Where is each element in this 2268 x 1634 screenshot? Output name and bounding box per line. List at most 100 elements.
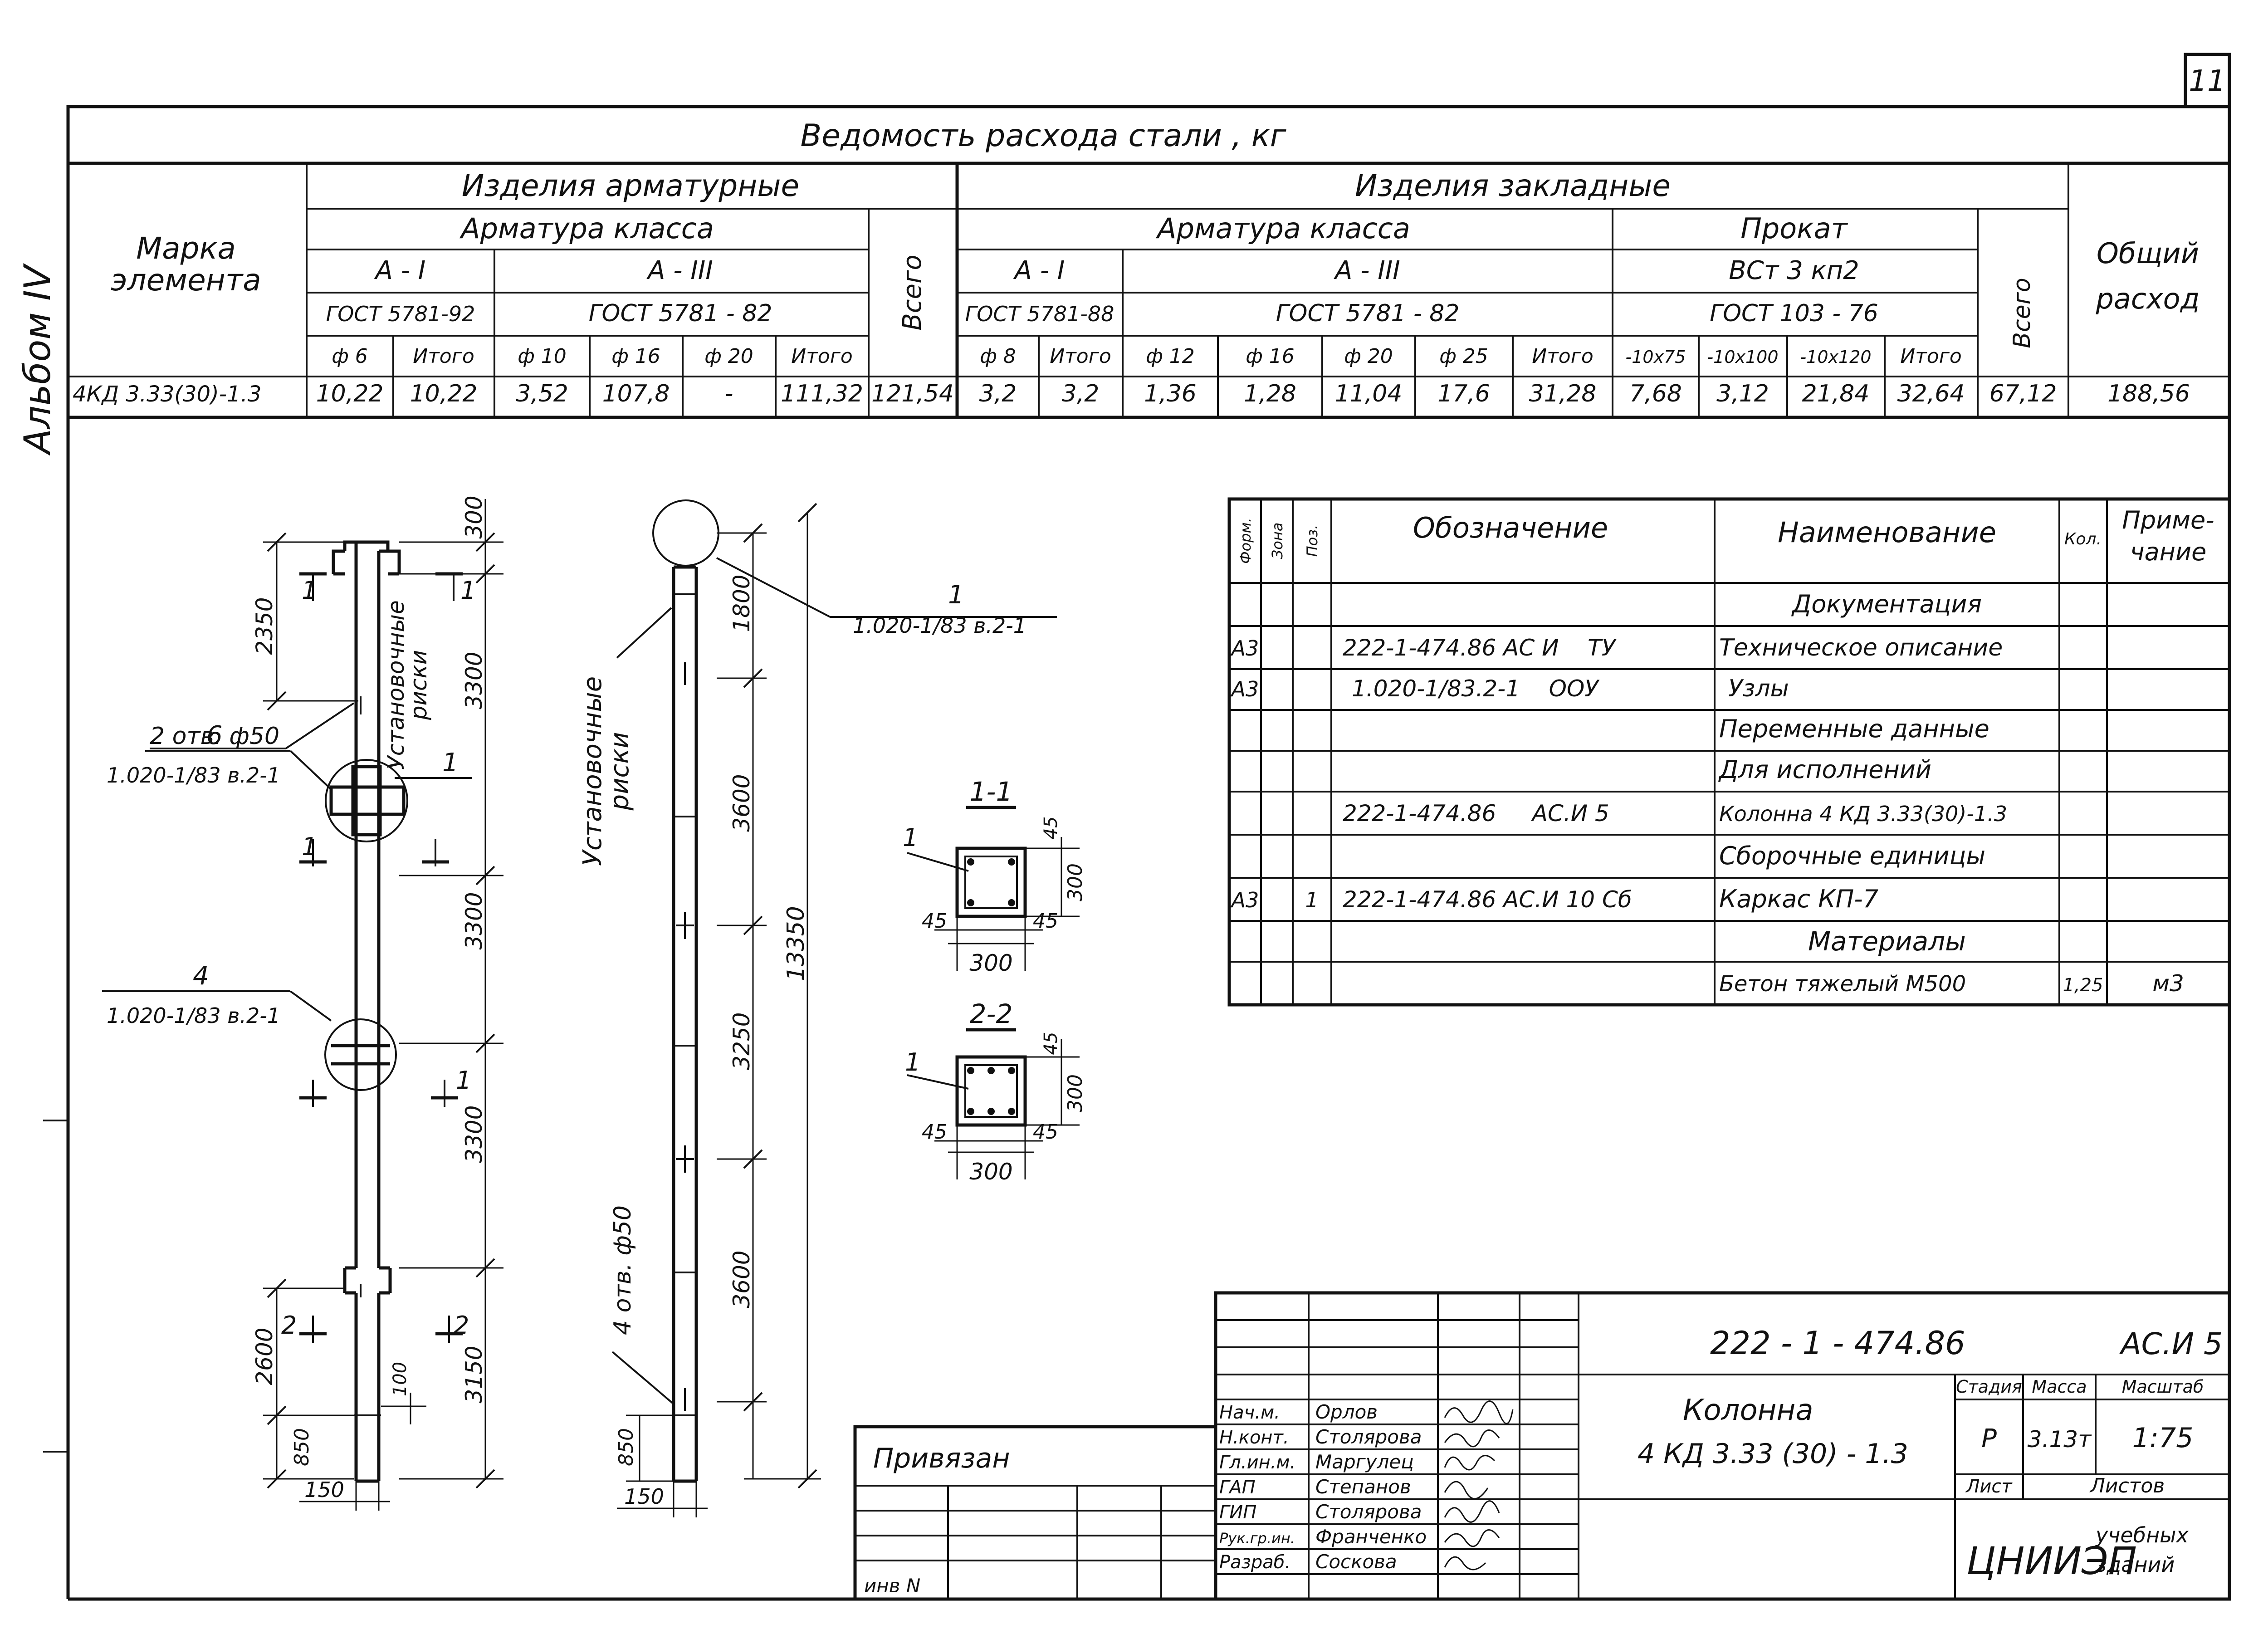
vsego-embedded: Всего — [2009, 278, 2036, 348]
role: Гл.ин.м. — [1219, 1452, 1295, 1473]
spec-name: Материалы — [1808, 926, 1966, 957]
row-cell: 21,84 — [1802, 380, 1870, 407]
org-sub-2: зданий — [2096, 1552, 2175, 1577]
row-cell: 10,22 — [316, 380, 384, 407]
spec-name: Переменные данные — [1719, 714, 1989, 743]
spec-qty: 1,25 — [2063, 975, 2103, 996]
section-pos: 1 — [905, 1048, 920, 1076]
dim-value: 45 — [1033, 910, 1058, 933]
left-elevation-view: 300 3300 3300 3300 3150 2350 2600 850 — [102, 495, 503, 1511]
spec-header-qty: Кол. — [2064, 530, 2102, 548]
spec-header-name: Наименование — [1778, 516, 1996, 549]
role: Разраб. — [1219, 1552, 1290, 1573]
row-cell: 3,12 — [1716, 380, 1769, 407]
node-ref-6: 1.020-1/83 в.2-1 — [107, 763, 280, 788]
stamp-names: Орлов Столярова Маргулец Степанов Столяр… — [1315, 1401, 1427, 1573]
sheet-header: Лист — [1965, 1476, 2013, 1497]
col-header: ф 20 — [1344, 345, 1393, 368]
section-mark-label: 1 — [460, 576, 476, 605]
mass-value: 3.13т — [2028, 1426, 2092, 1453]
scale-value: 1:75 — [2132, 1422, 2194, 1454]
row-cell: 31,28 — [1529, 380, 1597, 407]
dim-value: 300 — [1064, 863, 1087, 901]
col-header: Итого — [1050, 345, 1111, 368]
hole-label-middle: 4 отв. ф50 — [609, 1205, 636, 1335]
a1-emb-header: А - I — [1013, 256, 1065, 285]
spec-name: Бетон тяжелый М500 — [1719, 971, 1966, 997]
dim-value: 100 — [390, 1362, 411, 1396]
signatures — [1444, 1400, 1514, 1570]
steel-column-headers: ф 6 Итого ф 10 ф 16 ф 20 Итого ф 8 Итого… — [332, 345, 1962, 368]
sheet-code: АС.И 5 — [2119, 1326, 2223, 1361]
org-name: ЦНИИЭП — [1966, 1539, 2137, 1583]
row-cell: 121,54 — [871, 380, 954, 407]
dim-total: 13350 — [782, 906, 810, 981]
column-outline-left — [332, 540, 401, 1483]
col-header: ф 20 — [704, 345, 753, 368]
role: Н.конт. — [1219, 1427, 1289, 1448]
spec-header-note-2: чание — [2130, 538, 2207, 566]
row-cell: 67,12 — [1989, 380, 2057, 407]
row-cell: 1,36 — [1144, 380, 1197, 407]
row-cell: 107,8 — [602, 380, 670, 407]
steel-data-row: 4КД 3.33(30)-1.3 10,22 10,22 3,52 107,8 … — [73, 380, 2190, 407]
org-sub-1: учебных — [2095, 1523, 2189, 1547]
role: ГАП — [1219, 1477, 1256, 1498]
steel-table-title: Ведомость расхода стали , кг — [800, 118, 1286, 154]
spec-name: Каркас КП-7 — [1719, 885, 1878, 913]
gost-a1-emb: ГОСТ 5781-88 — [965, 302, 1114, 326]
spec-name: Для исполнений — [1718, 755, 1931, 784]
gost-a3: ГОСТ 5781 - 82 — [589, 300, 772, 327]
sheets-header: Листов — [2089, 1474, 2165, 1497]
section-mark-label: 1 — [302, 576, 317, 605]
stamp-title-1: Колонна — [1683, 1394, 1813, 1427]
spec-designation: 222-1-474.86 АС И ТУ — [1343, 635, 1617, 661]
col-header: -10x120 — [1800, 347, 1871, 367]
prokat-header: Прокат — [1740, 212, 1848, 245]
row-cell: 1,28 — [1244, 380, 1296, 407]
row-mark: 4КД 3.33(30)-1.3 — [73, 382, 261, 407]
col-header: ф 16 — [611, 345, 660, 368]
col-header: ф 6 — [332, 345, 368, 368]
stamp-title-2: 4 КД 3.33 (30) - 1.3 — [1637, 1438, 1908, 1470]
spec-format: А3 — [1230, 636, 1259, 660]
col-header: Итого — [413, 345, 474, 368]
dim-value: 150 — [304, 1477, 344, 1502]
dim-value: 3300 — [461, 651, 487, 709]
spec-header-zone: Зона — [1269, 523, 1286, 559]
hole-label: 2 отв. ф50 — [150, 723, 279, 750]
dim-value: 300 — [969, 950, 1012, 976]
spec-header-pos: Поз. — [1304, 525, 1321, 557]
row-cell: 10,22 — [410, 380, 478, 407]
row-cell: 11,04 — [1335, 380, 1403, 407]
stamp-roles: Нач.м. Н.конт. Гл.ин.м. ГАП ГИП Рук.гр.и… — [1219, 1402, 1295, 1573]
col-header: ф 12 — [1146, 345, 1195, 368]
dim-chain-middle — [617, 503, 821, 1517]
inv-label: инв N — [864, 1575, 920, 1597]
dim-value: 3300 — [461, 1105, 487, 1163]
node-circle-6 — [325, 759, 408, 842]
spec-pos: 1 — [1305, 888, 1318, 912]
gost-a3-emb: ГОСТ 5781 - 82 — [1276, 300, 1460, 327]
row-cell: 32,64 — [1897, 380, 1965, 407]
section-mark-label: 2 — [281, 1311, 297, 1340]
dim-value: 3600 — [728, 774, 755, 832]
spec-designation: 1.020-1/83.2-1 ООУ — [1352, 675, 1600, 702]
dim-value: 850 — [615, 1428, 638, 1466]
node-ref-top: 1.020-1/83 в.2-1 — [853, 613, 1026, 638]
spec-name: Документация — [1791, 590, 1982, 618]
dim-value: 300 — [1064, 1074, 1087, 1112]
section-1-1: 1-1 1 45 300 45 45 300 — [903, 776, 1087, 976]
middle-elevation-view: 1800 3600 3250 3600 13350 850 150 1 1.02… — [578, 499, 1057, 1517]
mass-header: Масса — [2032, 1377, 2087, 1397]
steel-table: Ведомость расхода стали , кг Марка элеме… — [68, 118, 2229, 419]
dim-value: 45 — [1041, 1032, 1061, 1055]
spec-table: Форм. Зона Поз. Обозначение Наименование… — [1227, 497, 2231, 1007]
sheet-number: 11 — [2189, 64, 2225, 98]
vsego-rebar: Всего — [898, 254, 927, 330]
row-cell: 111,32 — [781, 380, 863, 407]
dim-value: 45 — [1033, 1120, 1058, 1144]
person-name: Соскова — [1315, 1551, 1397, 1573]
spec-format: А3 — [1230, 888, 1259, 912]
